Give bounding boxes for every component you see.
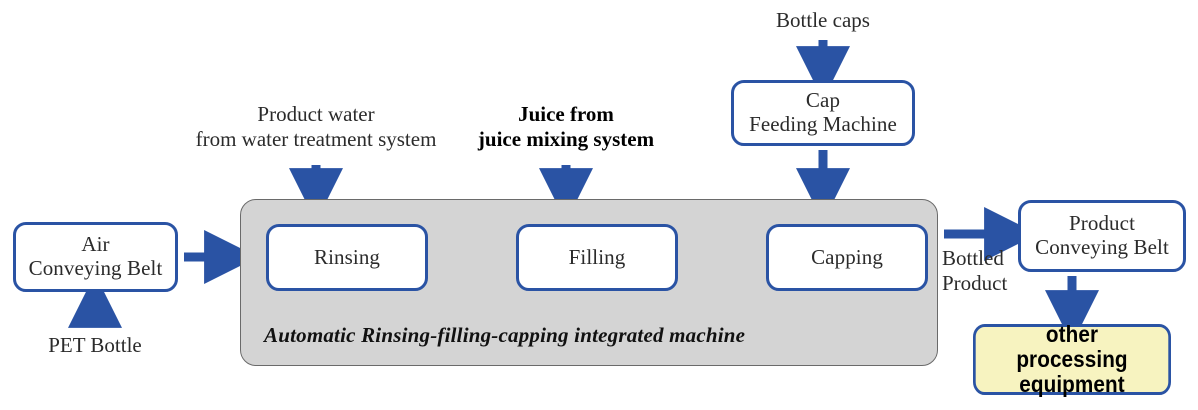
cap-feeding-machine-line2: Feeding Machine bbox=[749, 112, 897, 136]
node-filling[interactable]: Filling bbox=[516, 224, 678, 291]
capping-label: Capping bbox=[811, 244, 883, 269]
label-product-water: Product water from water treatment syste… bbox=[146, 102, 486, 152]
node-rinsing[interactable]: Rinsing bbox=[266, 224, 428, 291]
other-processing-equipment-line2: processing equipment bbox=[1016, 345, 1128, 398]
integrated-machine-caption: Automatic Rinsing-filling-capping integr… bbox=[264, 323, 746, 347]
other-processing-equipment-line1: other bbox=[1045, 320, 1099, 347]
product-conveying-belt-line2: Conveying Belt bbox=[1035, 235, 1169, 259]
juice-line1: Juice from bbox=[518, 102, 614, 126]
product-water-line2: from water treatment system bbox=[195, 126, 437, 151]
node-capping[interactable]: Capping bbox=[766, 224, 928, 291]
cap-feeding-machine-line1: Cap bbox=[805, 88, 841, 113]
node-product-conveying-belt[interactable]: Product Conveying Belt bbox=[1018, 200, 1186, 272]
node-air-conveying-belt[interactable]: Air Conveying Belt bbox=[13, 222, 178, 292]
air-conveying-belt-line2: Conveying Belt bbox=[28, 256, 163, 280]
product-conveying-belt-line1: Product bbox=[1068, 211, 1136, 236]
node-other-processing-equipment[interactable]: other processing equipment bbox=[973, 320, 1171, 398]
filling-label: Filling bbox=[568, 244, 626, 269]
air-conveying-belt-line1: Air bbox=[81, 232, 110, 257]
rinsing-label: Rinsing bbox=[313, 244, 381, 269]
bottled-product-line2: Product bbox=[942, 270, 1008, 295]
bottled-product-line1: Bottled bbox=[942, 246, 1004, 270]
label-juice-from-mixing-system: Juice from juice mixing system bbox=[446, 102, 686, 152]
label-pet-bottle: PET Bottle bbox=[48, 333, 142, 357]
juice-line2: juice mixing system bbox=[477, 126, 655, 151]
product-water-line1: Product water bbox=[257, 102, 375, 126]
label-bottle-caps: Bottle caps bbox=[776, 8, 870, 32]
label-bottled-product: Bottled Product bbox=[942, 246, 1032, 296]
node-cap-feeding-machine[interactable]: Cap Feeding Machine bbox=[731, 80, 915, 146]
